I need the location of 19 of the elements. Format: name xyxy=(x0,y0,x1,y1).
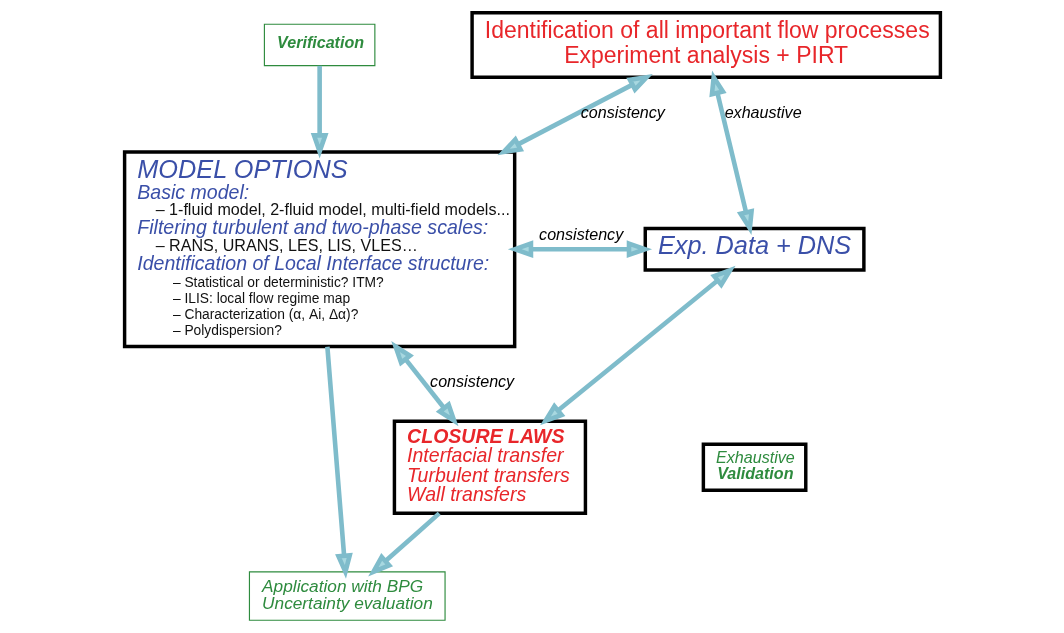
arrow xyxy=(507,240,652,259)
arrow xyxy=(324,346,353,579)
arrow xyxy=(310,65,328,159)
node-box: Verification xyxy=(263,23,375,67)
edge-label: consistency xyxy=(538,225,623,244)
arrow xyxy=(496,74,653,156)
arrow xyxy=(539,265,736,426)
node-box: Exhaustive Validation xyxy=(701,442,807,492)
edge-label: exhaustive xyxy=(724,102,802,121)
arrow xyxy=(367,511,441,577)
node-box: MODEL OPTIONS Basic model: – 1-fluid model, 2-fluid model, multi-field models... Filtering turbulent and two-phase scales: – RANS, URANS, LES, LIS, VLES… Identification of Local Interface structure: – Statistical or deterministic? ITM? – ILIS: local flow regime map – Characterization (α, Ai, Δα)? – Polydispersion? xyxy=(122,150,516,349)
edge-label: consistency xyxy=(580,102,665,121)
node-box: CLOSURE LAWS Interfacial transfer Turbulent transfers Wall transfers xyxy=(392,419,587,515)
node-box: Identification of all important flow processes Experiment analysis + PIRT xyxy=(469,11,942,79)
node-box: Exp. Data + DNS xyxy=(643,226,866,272)
node-box: Application with BPG Uncertainty evaluation xyxy=(248,571,446,621)
arrow xyxy=(708,70,754,235)
edge-label: consistency xyxy=(429,371,514,390)
arrow xyxy=(390,341,458,427)
